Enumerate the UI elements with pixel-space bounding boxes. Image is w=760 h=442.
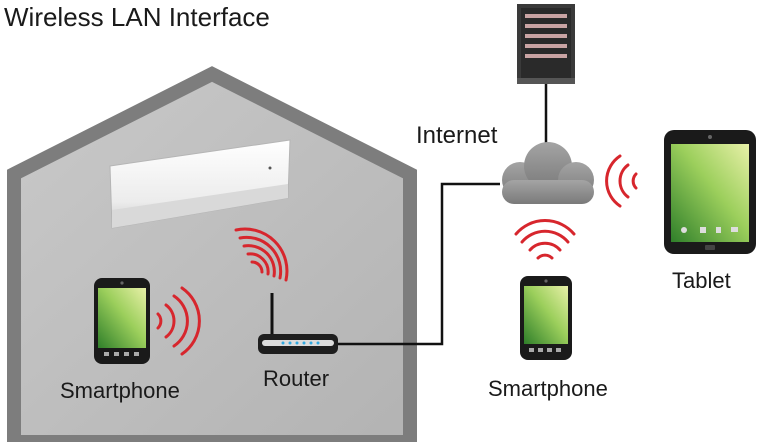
router-label: Router xyxy=(263,366,329,391)
tablet-label: Tablet xyxy=(672,268,731,293)
smartphone-icon xyxy=(94,278,150,364)
wifi-signal-icon xyxy=(605,154,638,208)
network-cable xyxy=(338,182,500,346)
wifi-signal-icon xyxy=(156,286,201,356)
air-conditioner-icon xyxy=(109,139,291,229)
smartphone-remote-label: Smartphone xyxy=(488,376,608,401)
cloud-icon xyxy=(502,142,594,204)
server-icon xyxy=(517,4,575,84)
smartphone-icon xyxy=(520,276,572,360)
smartphone-home-label: Smartphone xyxy=(60,378,180,403)
router-icon xyxy=(258,293,338,354)
tablet-icon xyxy=(664,130,756,254)
wifi-signal-icon xyxy=(234,227,289,282)
diagram-title: Wireless LAN Interface xyxy=(4,2,270,32)
internet-label: Internet xyxy=(416,122,498,149)
wifi-signal-icon xyxy=(514,219,576,260)
